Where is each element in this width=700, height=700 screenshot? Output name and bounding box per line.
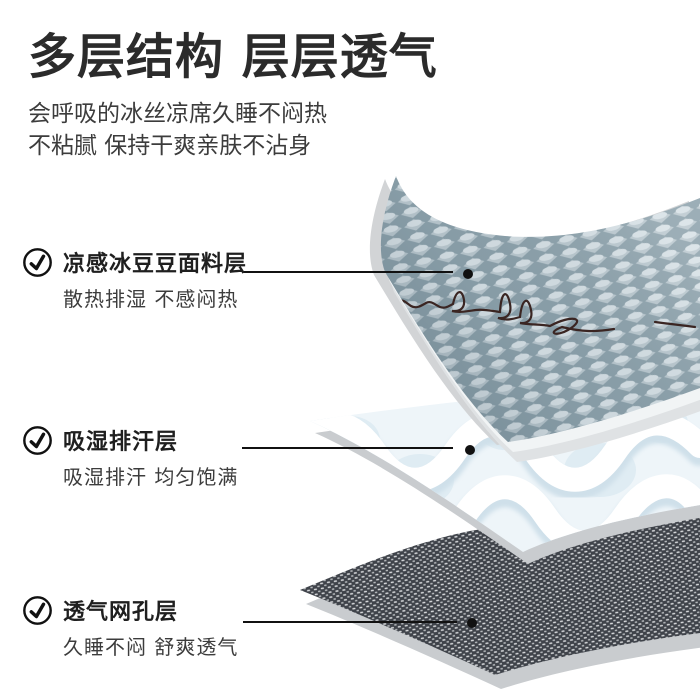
layer-label: 凉感冰豆豆面料层	[63, 252, 248, 277]
layer-desc: 散热排湿 不感闷热	[63, 287, 239, 311]
annotation-wicking-layer: 吸湿排汗层 吸湿排汗 均匀饱满	[22, 424, 238, 490]
subtitle-line-1: 会呼吸的冰丝凉席久睡不闷热	[28, 101, 327, 128]
subtitle-line-2: 不粘腻 保持干爽亲肤不沾身	[28, 132, 312, 159]
layer-label: 透气网孔层	[63, 600, 179, 625]
layer-desc: 久睡不闷 舒爽透气	[63, 635, 239, 659]
callout-dot-wicking	[465, 445, 475, 455]
header: 多层结构 层层透气 会呼吸的冰丝凉席久睡不闷热 不粘腻 保持干爽亲肤不沾身	[28, 29, 438, 163]
check-circle-icon	[23, 425, 52, 455]
annotation-mesh-layer: 透气网孔层 久睡不闷 舒爽透气	[22, 594, 238, 660]
layer-label: 吸湿排汗层	[63, 430, 179, 455]
page-subtitle: 会呼吸的冰丝凉席久睡不闷热 不粘腻 保持干爽亲肤不沾身	[28, 99, 438, 162]
page-title: 多层结构 层层透气	[28, 29, 438, 85]
annotation-fabric-layer: 凉感冰豆豆面料层 散热排湿 不感闷热	[22, 246, 247, 312]
check-circle-icon	[23, 595, 52, 625]
callout-dot-fabric	[463, 269, 473, 279]
check-circle-icon	[23, 247, 52, 277]
callout-dot-mesh	[467, 618, 477, 628]
layer-desc: 吸湿排汗 均匀饱满	[63, 465, 239, 489]
quilted-fabric-layer-graphic	[369, 176, 700, 462]
embroidery-stitch	[380, 291, 697, 335]
